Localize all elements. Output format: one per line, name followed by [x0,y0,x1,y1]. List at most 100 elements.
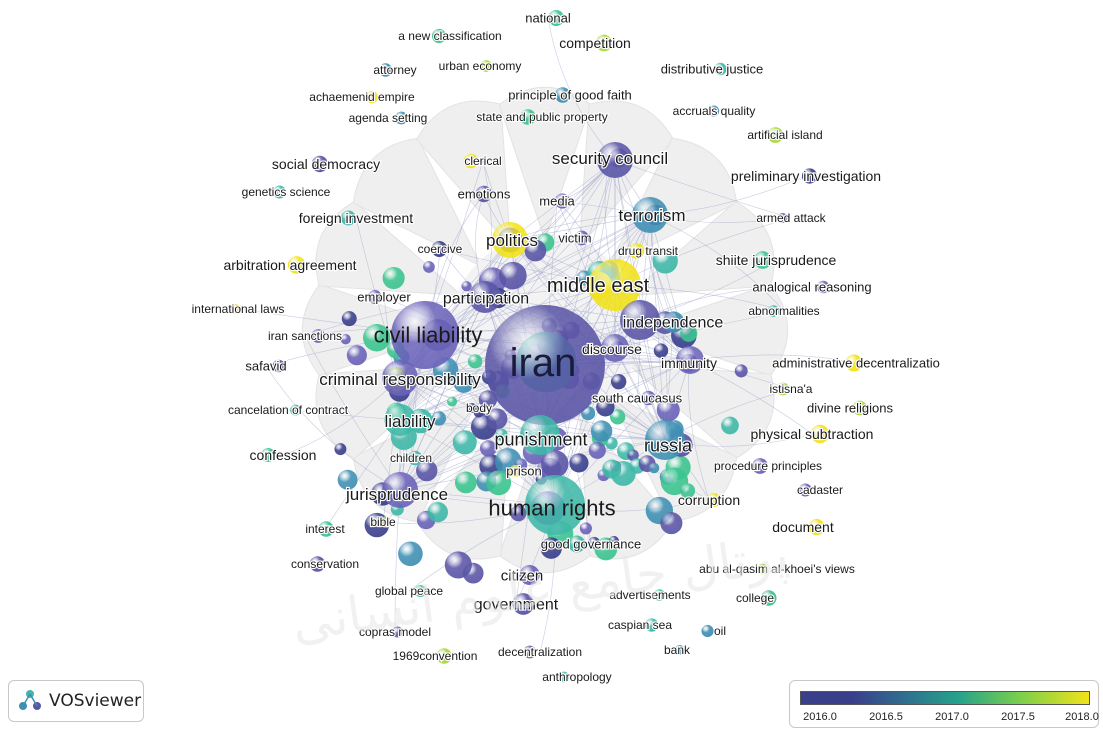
network-node[interactable] [391,626,403,638]
network-node[interactable] [608,535,620,547]
keyword-label[interactable]: participation [442,290,530,309]
hub-node[interactable] [620,300,660,340]
network-node[interactable] [407,450,423,466]
keyword-label[interactable]: a new classification [397,28,503,44]
network-node[interactable] [845,354,863,372]
keyword-label[interactable]: 1969convention [392,648,479,664]
keyword-label[interactable]: advertisements [608,587,692,603]
network-node[interactable] [524,239,547,262]
network-node[interactable] [574,230,590,246]
hub-node[interactable] [632,197,668,233]
network-node[interactable] [311,329,326,343]
hub-node[interactable] [645,420,685,460]
keyword-label[interactable]: independence [622,314,725,333]
keyword-label[interactable]: attorney [372,62,418,78]
network-node[interactable] [475,185,492,203]
keyword-label[interactable]: government [473,595,560,614]
keyword-label[interactable]: middle east [546,274,651,298]
keyword-label[interactable]: decentralization [497,644,583,660]
keyword-label[interactable]: good governance [540,535,643,552]
network-node[interactable] [757,563,768,575]
hub-node[interactable] [391,301,459,369]
keyword-label[interactable]: safavid [244,357,287,374]
network-node[interactable] [648,462,660,474]
network-node[interactable] [380,516,392,528]
network-node[interactable] [479,440,497,457]
keyword-label[interactable]: administrative decentralizatio [771,354,941,371]
keyword-label[interactable]: abu al-qasim al-khoei's views [698,561,856,577]
network-node[interactable] [454,471,477,494]
hub-node[interactable] [520,415,560,455]
keyword-label[interactable]: body [465,400,493,416]
network-node[interactable] [627,449,639,461]
network-node[interactable] [767,305,780,317]
network-node[interactable] [602,459,622,479]
keyword-label[interactable]: corruption [677,491,741,509]
keyword-label[interactable]: artificial island [746,127,824,143]
network-node[interactable] [554,193,570,209]
network-node[interactable] [708,105,720,117]
keyword-label[interactable]: iran sanctions [267,328,343,344]
network-node[interactable] [548,9,565,27]
keyword-label[interactable]: security council [551,148,669,169]
keyword-label[interactable]: media [538,192,576,209]
network-node[interactable] [341,311,357,327]
keyword-label[interactable]: document [771,518,835,536]
keyword-label[interactable]: clerical [463,153,503,169]
keyword-label[interactable]: oil [713,623,727,639]
hub-node[interactable] [469,281,501,313]
network-node[interactable] [230,303,241,315]
network-node[interactable] [340,334,351,345]
network-node[interactable] [463,153,479,169]
keyword-label[interactable]: cadaster [796,482,844,498]
keyword-label[interactable]: arbitration agreement [222,256,357,274]
network-node[interactable] [478,390,498,409]
hub-node[interactable] [382,360,418,396]
network-node[interactable] [444,551,472,579]
network-node[interactable] [777,212,788,224]
network-node[interactable] [519,564,540,586]
keyword-label[interactable]: international laws [191,301,286,317]
network-node[interactable] [453,372,474,393]
hub-node[interactable] [492,222,528,258]
network-node[interactable] [309,556,326,572]
network-node[interactable] [810,424,830,444]
network-node[interactable] [287,256,306,274]
network-node[interactable] [318,521,334,537]
keyword-label[interactable]: urban economy [438,58,523,74]
keyword-label[interactable]: punishment [493,428,588,450]
keyword-label[interactable]: principle of good faith [507,86,633,103]
network-node[interactable] [495,428,508,441]
network-node[interactable] [734,364,748,378]
hub-node[interactable] [601,334,629,362]
network-node[interactable] [714,62,727,76]
network-node[interactable] [752,458,768,474]
keyword-label[interactable]: coercive [417,241,464,257]
network-node[interactable] [596,398,615,417]
keyword-label[interactable]: caspian sea [607,617,674,633]
network-node[interactable] [499,261,527,290]
keyword-label[interactable]: employer [356,288,412,305]
network-node[interactable] [363,324,391,352]
network-node[interactable] [540,537,562,559]
network-node[interactable] [568,535,586,553]
network-node[interactable] [760,590,777,606]
network-node[interactable] [652,248,678,274]
keyword-label[interactable]: confession [248,446,317,464]
hub-node[interactable] [485,305,605,425]
network-node[interactable] [510,505,527,522]
network-node[interactable] [461,281,472,292]
network-node[interactable] [680,324,698,342]
network-node[interactable] [512,593,535,615]
network-node[interactable] [588,441,606,459]
hub-node[interactable] [676,346,704,374]
network-node[interactable] [776,382,790,396]
keyword-label[interactable]: abnormalities [747,303,821,319]
keyword-label[interactable]: istisna'a [768,381,814,397]
keyword-label[interactable]: foreign investment [298,209,415,227]
hub-node[interactable] [589,259,641,311]
keyword-label[interactable]: criminal responsibility [318,369,482,390]
network-node[interactable] [486,470,512,496]
network-node[interactable] [721,416,739,435]
hub-node[interactable] [382,472,418,508]
